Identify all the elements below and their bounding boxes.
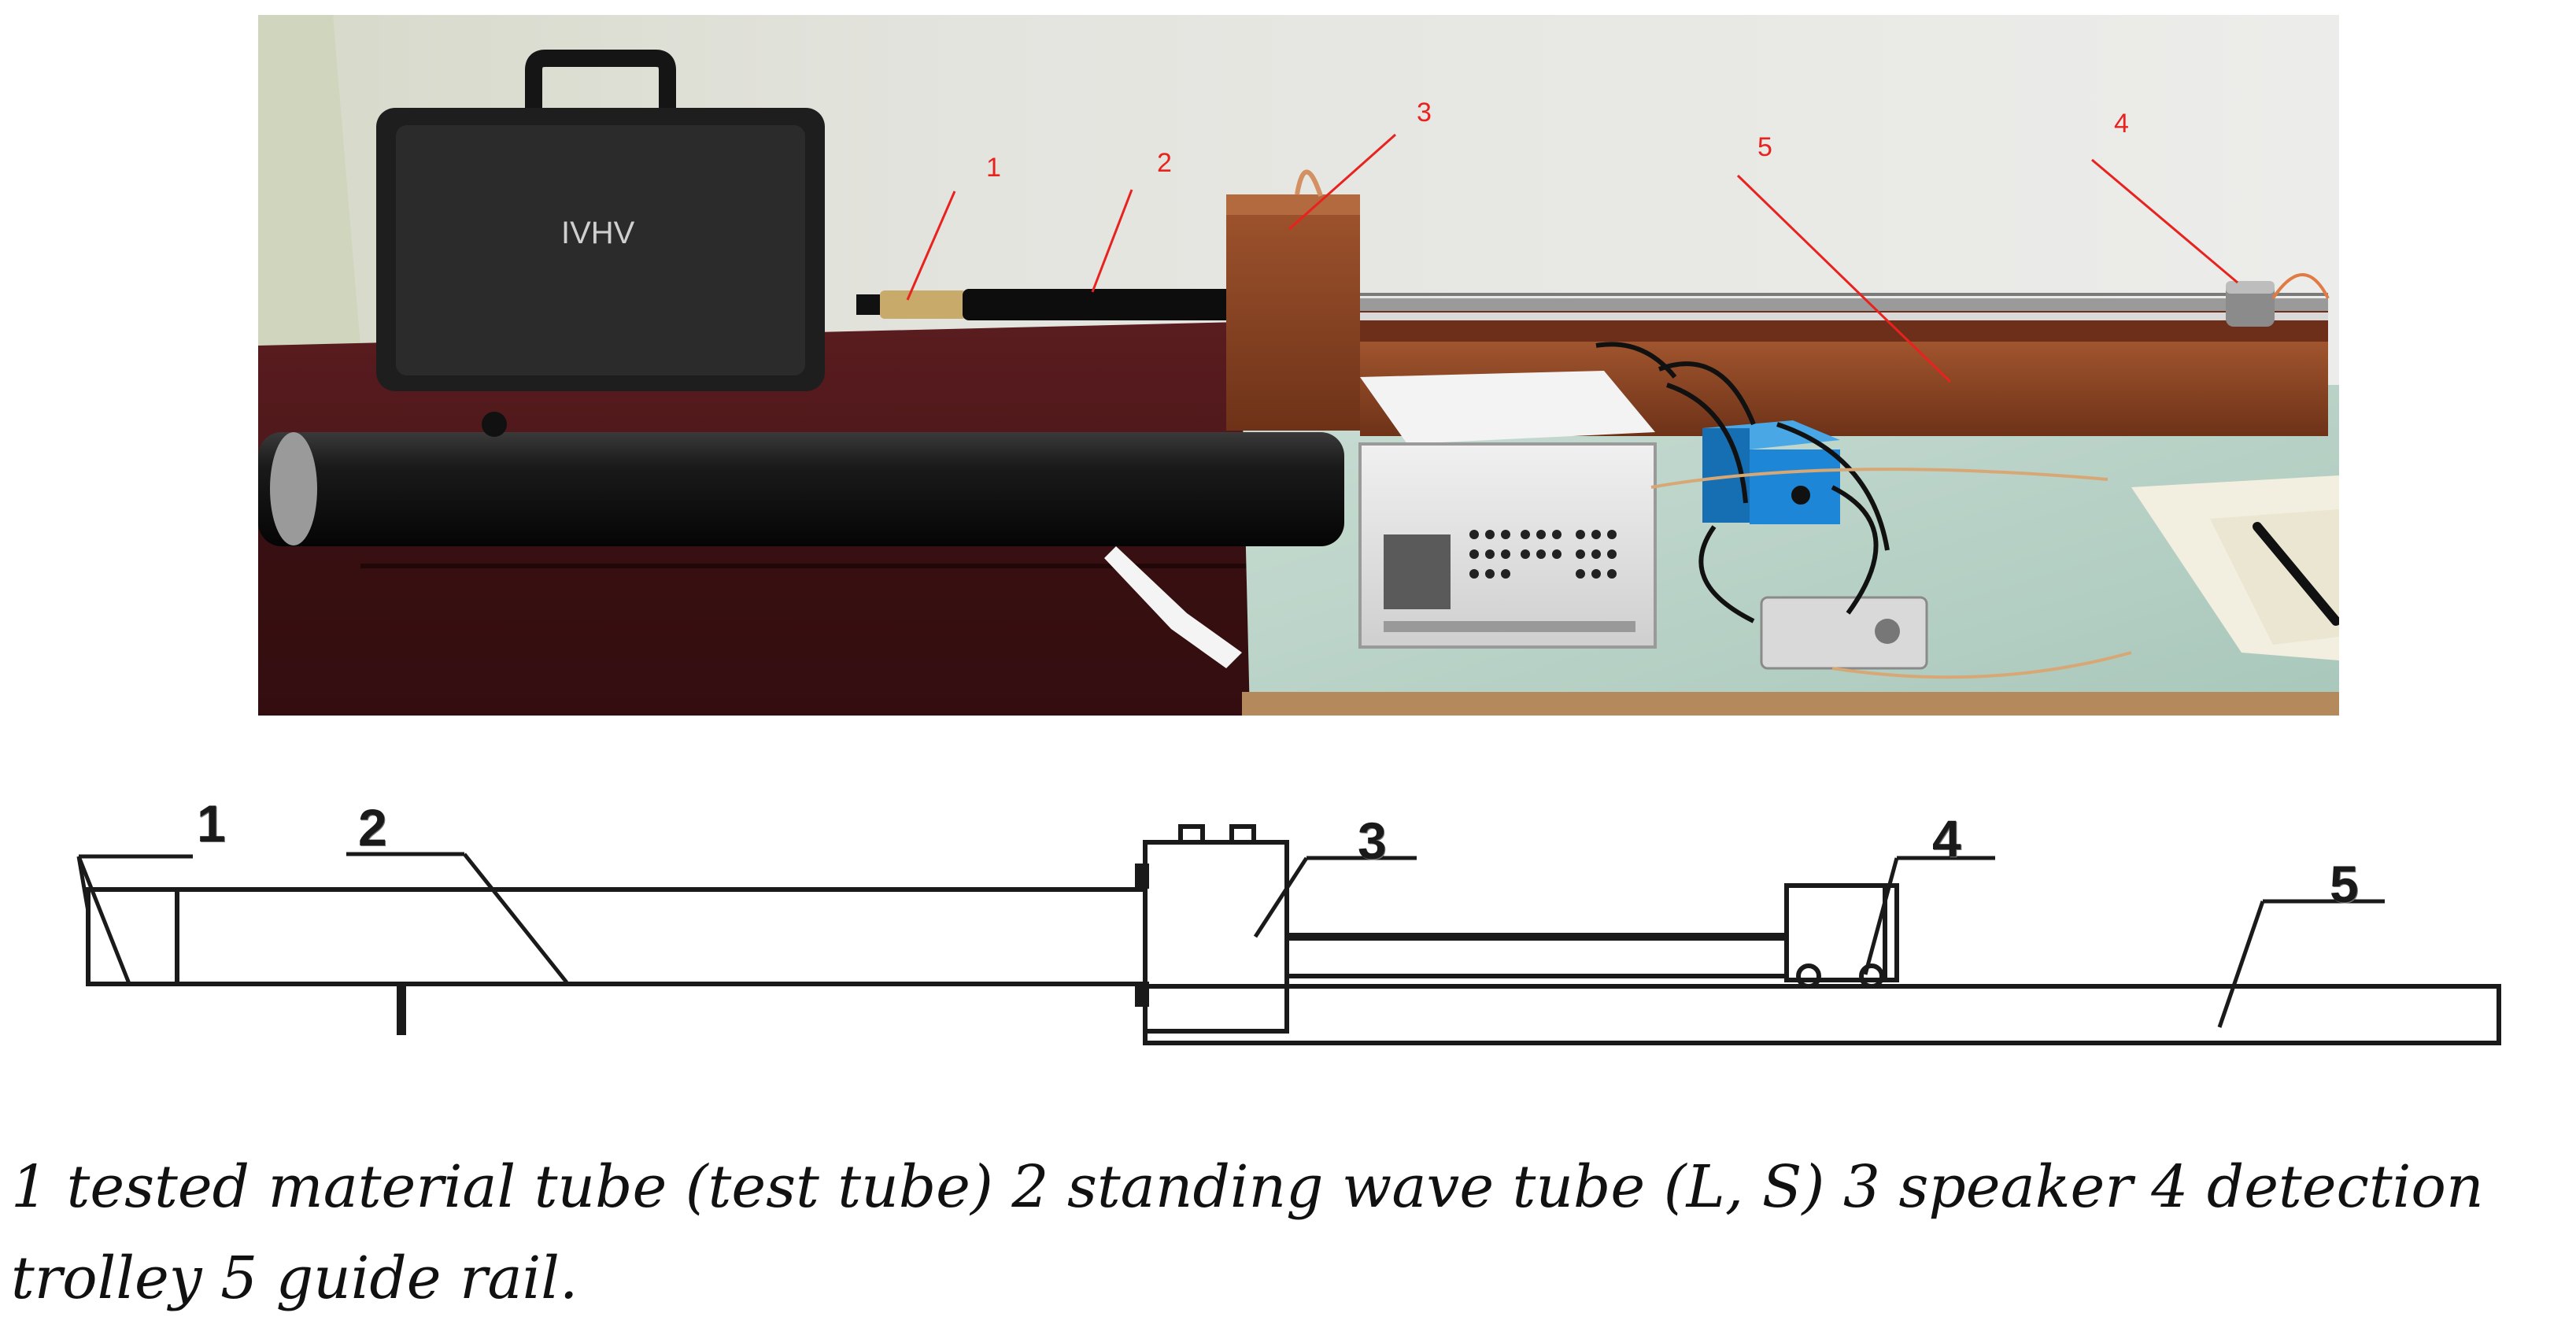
schematic-label-4: 4: [1932, 809, 1961, 867]
photo-label-3: 3: [1417, 98, 1432, 128]
blue-amplifier-box: [1702, 420, 1840, 524]
schematic-label-3: 3: [1358, 812, 1387, 870]
schematic-speaker: [1135, 824, 1289, 1034]
schematic-guide-rail: [1143, 984, 2501, 1045]
photo-label-1: 1: [986, 153, 1001, 183]
schematic-label-5: 5: [2330, 855, 2359, 913]
apparatus-schematic: [76, 824, 2501, 1045]
figure-caption: 1 tested material tube (test tube) 2 sta…: [11, 1153, 2484, 1312]
photo-label-2: 2: [1157, 148, 1172, 178]
schematic-detection-trolley: [1784, 883, 1899, 989]
photo-label-5: 5: [1757, 132, 1772, 162]
cables: [1595, 342, 1890, 623]
standing-wave-tube-photo: [963, 289, 1246, 320]
schematic-label-1: 1: [197, 794, 226, 852]
speaker-box-photo: [1226, 169, 1360, 431]
apparatus-photo: IVHV: [258, 15, 2339, 716]
schematic-leader-lines: [76, 852, 2385, 1028]
schematic-test-tube: [86, 887, 179, 986]
schematic-standing-wave-tube: [175, 887, 1148, 986]
detection-trolley-photo: [2226, 281, 2275, 327]
measuring-instrument: [1358, 371, 1657, 649]
test-tube-photo: [856, 290, 966, 319]
large-black-tube: [258, 412, 1344, 546]
photo-leader-lines: [906, 133, 2238, 383]
carrying-case: IVHV: [376, 50, 825, 391]
schematic-label-2: 2: [358, 798, 387, 856]
silver-amplifier: [1760, 596, 1928, 670]
photo-label-4: 4: [2114, 109, 2129, 139]
case-logo: IVHV: [561, 216, 635, 250]
